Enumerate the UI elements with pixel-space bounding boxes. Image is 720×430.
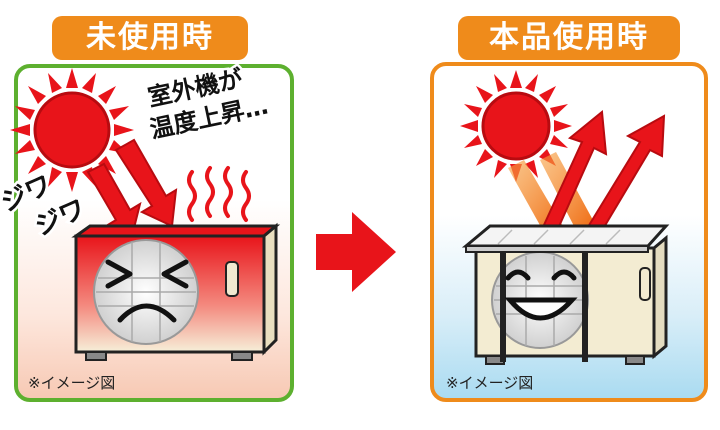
arrow-right-icon [316, 212, 396, 292]
sunlight-arrows [86, 138, 178, 238]
before-caption: ※イメージ図 [28, 374, 116, 392]
air-conditioner-unit-icon [71, 222, 281, 361]
heat-wave-icon [187, 166, 251, 222]
happy-face [504, 269, 578, 321]
callout-text: 室外機が 温度上昇… [143, 62, 273, 146]
cover-panel-icon [461, 224, 670, 253]
sun-icon [10, 68, 134, 192]
before-title-tag: 未使用時 [52, 16, 248, 60]
after-title-tag: 本品使用時 [458, 16, 680, 60]
pained-face [105, 259, 189, 323]
after-caption: ※イメージ図 [446, 374, 534, 392]
sound-effect-text: ジワ ジワ [0, 167, 93, 245]
